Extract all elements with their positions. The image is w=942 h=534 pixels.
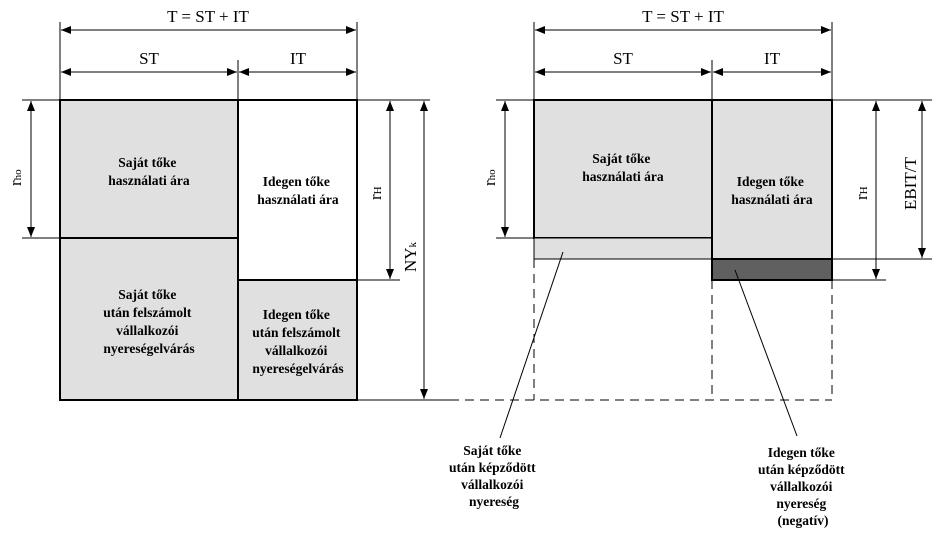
right-debt-cost-text: Idegen tőke használati ára	[731, 174, 813, 207]
right-st-label: ST	[613, 49, 633, 68]
left-equity-profit-text: Saját tőke után felszámolt vállalkozói n…	[103, 287, 195, 356]
right-equity-cost-box	[533, 99, 713, 239]
right-rho-label: rho	[480, 169, 499, 186]
right-rh-label: rH	[852, 186, 871, 200]
right-equity-callout-leader	[499, 251, 564, 439]
right-diagram: T = ST + IT ST IT Saját tőke használati …	[449, 7, 932, 528]
left-st-label: ST	[139, 49, 159, 68]
left-debt-cost-box	[237, 99, 358, 281]
right-it-label: IT	[764, 49, 781, 68]
right-total-label: T = ST + IT	[642, 7, 724, 26]
right-equity-profit-strip	[533, 237, 713, 260]
right-debt-callout-leader	[734, 269, 798, 437]
left-debt-profit-text: Idegen tőke után felszámolt vállalkozói …	[252, 307, 344, 376]
left-debt-profit-box	[237, 279, 358, 401]
right-equity-cost-text: Saját tőke használati ára	[582, 151, 664, 184]
right-debt-negative-strip	[711, 258, 833, 281]
right-ebit-label: EBIT/T	[901, 157, 920, 210]
right-debt-cost-box	[711, 99, 833, 260]
left-total-label: T = ST + IT	[167, 7, 249, 26]
left-diagram: T = ST + IT ST IT Saját tőke használati …	[6, 7, 450, 401]
left-rho-label: rho	[6, 169, 25, 186]
left-equity-cost-text: Saját tőke használati ára	[108, 155, 190, 188]
left-it-label: IT	[290, 49, 307, 68]
right-debt-callout-text: Idegen tőke után képződött vállalkozói n…	[758, 445, 848, 528]
right-equity-callout-text: Saját tőke után képződött vállalkozói ny…	[449, 443, 539, 509]
left-rh-label: rH	[366, 186, 385, 200]
left-nyk-label: NYk	[401, 241, 420, 272]
left-debt-cost-text: Idegen tőke használati ára	[257, 174, 339, 207]
